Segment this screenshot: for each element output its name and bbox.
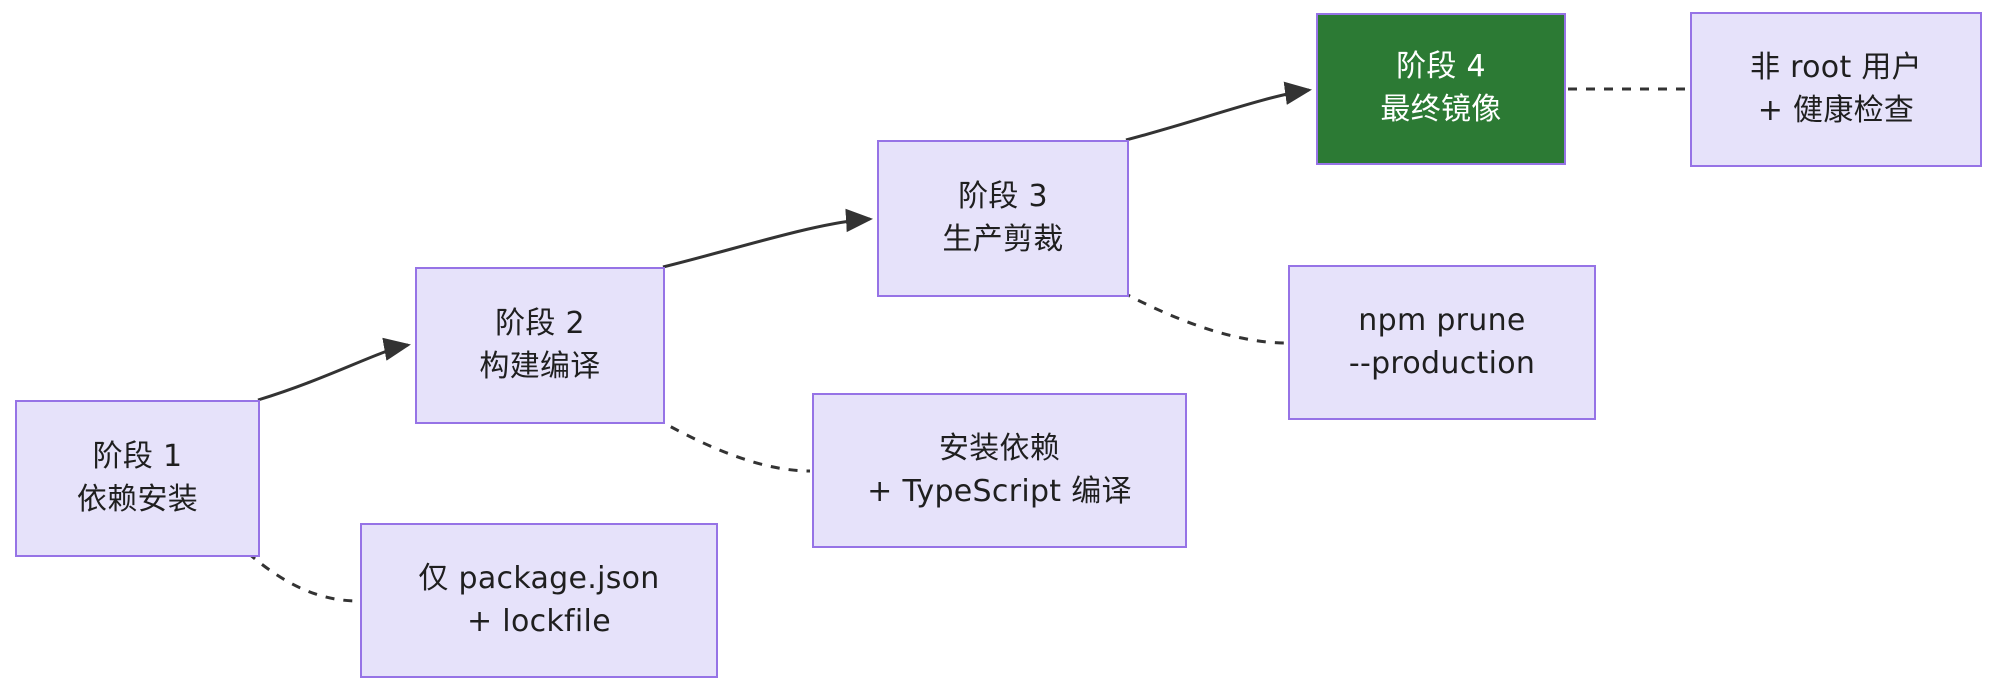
node-note-prune-line-2: --production (1348, 345, 1536, 381)
node-stage-4-final-image[interactable]: 阶段 4 最终镜像 (1316, 13, 1566, 165)
node-note-typescript-line-1: 安装依赖 (938, 430, 1061, 466)
node-stage-1-subtitle: 依赖安装 (76, 481, 199, 517)
node-note-package-line-2: + lockfile (467, 603, 611, 639)
node-stage-4-subtitle: 最终镜像 (1380, 92, 1502, 127)
node-note-user[interactable]: 非 root 用户 + 健康检查 (1690, 12, 1982, 167)
node-stage-4-title: 阶段 4 (1396, 49, 1486, 85)
edge-stage1-to-note-package (247, 551, 359, 603)
node-stage-3[interactable]: 阶段 3 生产剪裁 (877, 140, 1129, 297)
edge-stage2-to-stage3 (662, 208, 873, 269)
edge-stage2-to-note-typescript (654, 416, 811, 473)
node-stage-1-title: 阶段 1 (92, 438, 183, 474)
node-note-user-line-2: + 健康检查 (1757, 92, 1915, 128)
node-stage-3-title: 阶段 3 (958, 178, 1048, 214)
edge-stage1-to-stage2 (257, 337, 411, 402)
node-stage-3-subtitle: 生产剪裁 (942, 221, 1064, 257)
node-note-prune-line-1: npm prune (1358, 302, 1526, 338)
node-note-prune[interactable]: npm prune --production (1288, 265, 1596, 420)
node-note-user-line-1: 非 root 用户 (1750, 49, 1922, 85)
node-note-package[interactable]: 仅 package.json + lockfile (360, 523, 718, 678)
node-stage-2[interactable]: 阶段 2 构建编译 (415, 267, 665, 424)
edge-stage3-to-stage4 (1125, 81, 1312, 142)
node-stage-2-title: 阶段 2 (495, 305, 585, 341)
node-stage-2-subtitle: 构建编译 (479, 348, 601, 384)
node-note-typescript-line-2: + TypeScript 编译 (867, 473, 1132, 509)
edge-stage3-to-note-prune (1121, 290, 1287, 345)
node-stage-1[interactable]: 阶段 1 依赖安装 (15, 400, 260, 557)
node-note-typescript[interactable]: 安装依赖 + TypeScript 编译 (812, 393, 1187, 548)
node-note-package-line-1: 仅 package.json (418, 560, 660, 596)
